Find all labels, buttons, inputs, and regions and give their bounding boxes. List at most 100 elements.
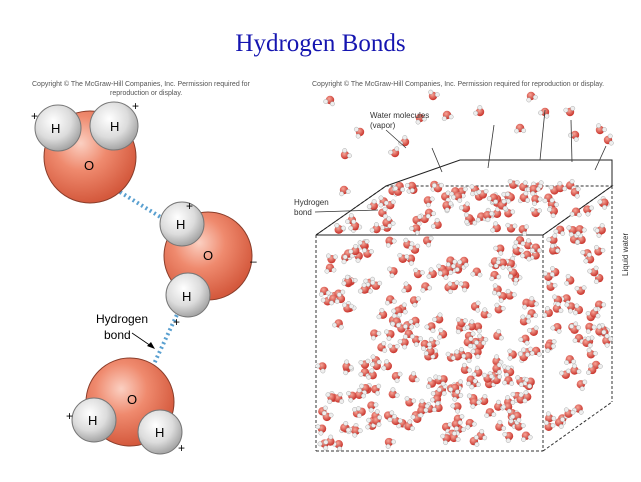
water-molecule <box>351 426 363 438</box>
water-molecule <box>574 285 587 296</box>
water-molecule <box>402 329 415 340</box>
water-molecule <box>594 223 606 235</box>
water-molecule <box>489 270 502 282</box>
water-molecule <box>366 199 378 211</box>
water-molecule <box>369 222 381 234</box>
water-molecule <box>602 336 613 348</box>
water-molecule <box>397 338 409 350</box>
o-label: O <box>84 158 94 173</box>
slide-title: Hydrogen Bonds <box>235 30 406 57</box>
water-molecule <box>357 238 370 249</box>
water-molecule <box>412 214 423 227</box>
plus-sign: + <box>186 199 193 213</box>
water-molecule <box>530 207 542 218</box>
water-molecule <box>476 188 489 199</box>
water-molecule <box>372 415 382 427</box>
water-molecule <box>570 186 581 199</box>
water-molecule <box>554 417 565 429</box>
h-label: H <box>182 289 191 304</box>
water-molecule <box>409 296 421 308</box>
water-molecule <box>544 341 556 353</box>
water-molecule <box>548 243 561 255</box>
plus-sign: + <box>178 441 185 455</box>
water-molecule <box>342 302 354 313</box>
water-molecule <box>341 274 353 286</box>
h-label: H <box>176 217 185 232</box>
water-molecule <box>590 306 601 319</box>
water-surface-outline <box>315 159 613 236</box>
water-molecule <box>441 190 451 203</box>
water-molecule <box>518 351 530 362</box>
water-molecule <box>408 371 420 383</box>
water-molecule <box>449 431 461 443</box>
water-molecule <box>480 307 492 319</box>
water-molecule <box>455 317 468 328</box>
water-molecule <box>495 258 507 270</box>
water-molecule <box>358 358 371 369</box>
h-label: H <box>51 121 60 136</box>
water-molecule <box>315 362 327 374</box>
water-molecule <box>366 368 377 380</box>
water-molecule <box>353 126 365 139</box>
minus-sign: – <box>250 254 257 268</box>
water-molecule <box>570 363 582 375</box>
water-molecule <box>318 286 331 297</box>
water-molecule <box>382 216 393 229</box>
hydrogen-bond-label-line1: Hydrogen <box>96 312 148 326</box>
water-molecule <box>401 281 412 294</box>
water-molecule <box>502 376 515 386</box>
water-molecule <box>569 323 581 334</box>
vapor-label-pointer <box>385 129 407 149</box>
water-molecule <box>371 383 382 396</box>
water-molecule <box>391 414 403 426</box>
water-molecule <box>516 392 528 404</box>
water-molecule <box>564 273 575 286</box>
water-molecule <box>370 359 382 371</box>
water-molecule <box>466 375 478 387</box>
water-molecule <box>538 107 550 119</box>
water-molecule <box>383 410 395 423</box>
water-molecule <box>393 182 405 192</box>
water-molecule <box>383 199 396 210</box>
water-molecule <box>445 256 458 267</box>
water-molecule <box>553 225 566 236</box>
water-molecule <box>512 244 524 256</box>
water-molecule <box>473 105 485 117</box>
water-molecule <box>594 300 607 312</box>
h-label: H <box>110 119 119 134</box>
water-molecule <box>404 396 417 407</box>
water-molecule <box>447 280 460 291</box>
water-molecule <box>573 303 584 316</box>
water-molecule <box>513 236 526 246</box>
water-molecule <box>357 282 369 294</box>
water-molecule <box>342 359 354 371</box>
water-molecule <box>507 267 518 279</box>
water-molecule <box>398 135 410 147</box>
water-molecule <box>408 316 420 328</box>
o-label: O <box>127 392 137 407</box>
water-molecule <box>367 401 379 413</box>
water-molecule <box>501 402 513 414</box>
water-molecule <box>388 146 400 158</box>
water-molecule <box>391 306 403 318</box>
water-molecule-2: H H O + – + <box>159 199 257 329</box>
water-molecule <box>490 221 501 233</box>
water-molecule <box>377 341 388 353</box>
water-molecule <box>442 201 454 213</box>
water-molecule <box>482 372 494 383</box>
water-molecule <box>384 295 397 306</box>
water-molecule <box>542 306 553 318</box>
water-molecule <box>420 282 433 293</box>
water-molecule <box>431 182 444 193</box>
water-molecule <box>527 296 539 308</box>
water-molecule <box>370 329 382 341</box>
water-molecule <box>451 419 463 431</box>
water-molecule <box>404 419 415 431</box>
water-molecule <box>333 392 345 404</box>
vapor-label-line2: (vapor) <box>370 121 396 130</box>
water-molecule <box>527 325 539 337</box>
water-molecule <box>323 434 335 446</box>
hydrogen-bond-line-1 <box>118 190 164 220</box>
water-molecule <box>354 387 366 400</box>
